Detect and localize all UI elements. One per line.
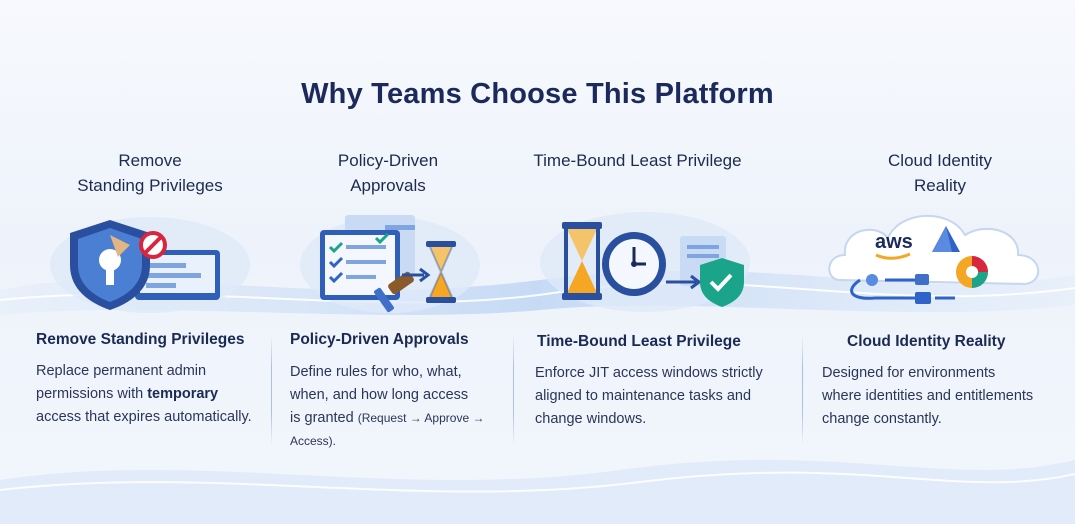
- background-wave-bottom: [0, 460, 1075, 524]
- top-label-line: Policy-Driven: [337, 151, 439, 170]
- column-heading: Cloud Identity Reality: [847, 333, 1006, 350]
- column-description: Enforce JIT access windows strictly alig…: [535, 362, 785, 431]
- description-line: when, and how long access: [290, 387, 469, 403]
- column-description: Designed for environments where identiti…: [822, 362, 1072, 431]
- description-line: where identities and entitlements: [822, 388, 1034, 404]
- description-line: Replace permanent admin: [36, 363, 207, 379]
- top-label-line: Time-Bound Least Privilege: [533, 151, 742, 170]
- description-line: change windows.: [535, 411, 647, 427]
- top-label-line: Cloud Identity: [888, 151, 992, 170]
- top-label-line: Reality: [914, 176, 966, 195]
- column-heading: Policy-Driven Approvals: [290, 331, 469, 348]
- connector-icon: [850, 274, 955, 304]
- column-description: Define rules for who, what, when, and ho…: [290, 361, 505, 453]
- azure-icon: [932, 226, 960, 252]
- emphasis-text: temporary: [147, 386, 219, 402]
- cloud-illustration: aws: [828, 214, 1040, 304]
- column-top-label: Remove Standing Privileges: [40, 148, 260, 198]
- column-divider: [802, 335, 803, 445]
- description-line: change constantly.: [822, 411, 942, 427]
- flow-text: (Request → Approve →: [357, 411, 485, 425]
- column-divider: [271, 335, 272, 445]
- description-line: Access).: [290, 434, 337, 448]
- description-line: is granted (Request → Approve →: [290, 407, 505, 430]
- description-line: Define rules for who, what,: [290, 364, 462, 380]
- top-label-line: Approvals: [350, 176, 426, 195]
- clock-icon: [602, 232, 666, 296]
- approval-illustration: [300, 215, 480, 313]
- column-top-label: Cloud Identity Reality: [840, 148, 1040, 198]
- hourglass-icon: [426, 241, 456, 303]
- aws-logo: aws: [875, 231, 913, 253]
- shield-icon: [70, 220, 150, 310]
- top-label-line: Remove: [118, 151, 182, 170]
- column-heading: Remove Standing Privileges: [36, 331, 245, 348]
- checklist-icon: [320, 230, 400, 300]
- column-top-label: Time-Bound Least Privilege: [505, 148, 770, 173]
- description-line: Enforce JIT access windows strictly: [535, 365, 763, 381]
- column-top-label: Policy-Driven Approvals: [283, 148, 493, 198]
- monitor-icon: [135, 250, 220, 300]
- description-text: permissions with: [36, 386, 148, 402]
- time-bound-illustration: [540, 212, 750, 312]
- shield-check-icon: [700, 258, 744, 307]
- description-line: access that expires automatically.: [36, 409, 252, 425]
- prohibited-icon: [139, 231, 167, 259]
- column-divider: [513, 335, 514, 445]
- column-description: Replace permanent admin permissions with…: [36, 360, 271, 429]
- top-label-line: Standing Privileges: [77, 176, 223, 195]
- hourglass-icon: [562, 222, 602, 300]
- google-cloud-icon: [956, 256, 988, 288]
- description-line: Designed for environments: [822, 365, 996, 381]
- column-heading: Time-Bound Least Privilege: [537, 333, 741, 350]
- gavel-icon: [374, 271, 414, 313]
- shield-illustration: [50, 217, 250, 313]
- description-line: permissions with temporary: [36, 383, 271, 406]
- description-text: is granted: [290, 410, 358, 426]
- page-title: Why Teams Choose This Platform: [301, 78, 774, 110]
- description-line: aligned to maintenance tasks and: [535, 388, 752, 404]
